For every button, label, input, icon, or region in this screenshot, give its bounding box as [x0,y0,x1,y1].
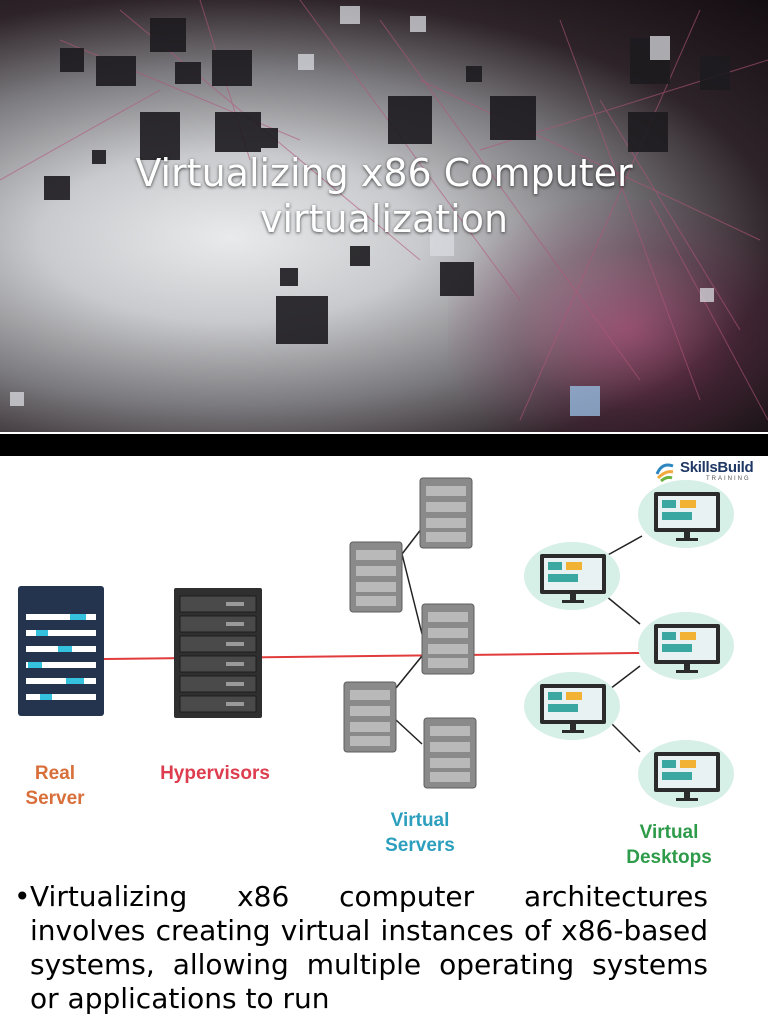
virtual-desktops-label-line-1: Virtual [639,822,699,843]
real-server-rack-icon [18,586,104,716]
virtual-desktops-label: Virtual Desktops [604,820,734,868]
real-server-label-line-2: Server [25,788,85,809]
slide-title-line-1: Virtualizing x86 Computer [135,151,633,195]
swirl-logo-icon [655,463,674,482]
bullet-text: Virtualizing x86 computer architectures … [30,880,708,1015]
virtual-servers-label-line-2: Servers [385,835,455,856]
skillsbuild-logo: SkillsBuild TRAINING [654,458,764,484]
hypervisor-rack-icon [174,588,262,718]
bullet-marker: • [14,880,31,913]
tree-connectors [395,527,643,753]
diagram-graphics [18,477,734,808]
background-glow [448,200,768,432]
virtual-servers-label-line-1: Virtual [390,810,450,831]
virtual-desktops-label-line-2: Desktops [626,847,712,868]
virtualization-diagram: SkillsBuild TRAINING Real Server Hypervi… [0,456,768,868]
slide-divider [0,432,768,456]
hypervisors-label: Hypervisors [160,763,270,784]
logo-tagline: TRAINING [706,476,751,482]
slide-title: Virtualizing x86 Computer virtualization [0,150,768,242]
logo-name: SkillsBuild [680,459,754,476]
title-slide: Virtualizing x86 Computer virtualization [0,0,768,432]
real-server-label-line-1: Real [34,763,76,784]
network-cubes-background [0,0,768,421]
virtual-servers-label: Virtual Servers [360,808,480,858]
real-server-label: Real Server [10,761,100,811]
bullet-paragraph: • Virtualizing x86 computer architecture… [14,880,708,1016]
slide-title-line-2: virtualization [259,197,509,241]
